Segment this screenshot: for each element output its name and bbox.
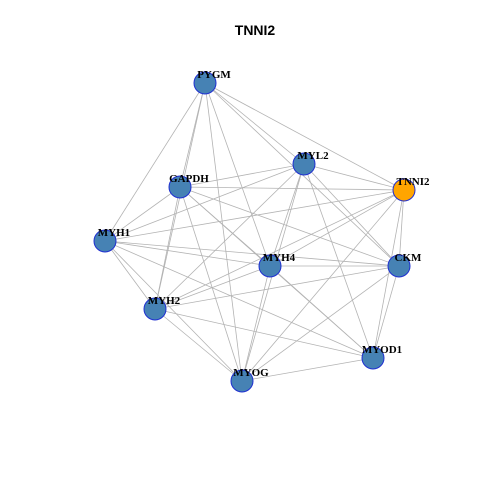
edge-pygm-myl2 — [204, 82, 305, 165]
edge-tnni2-myh4 — [269, 189, 405, 267]
edge-tnni2-ckm — [398, 189, 405, 267]
edge-myh1-ckm — [104, 240, 400, 267]
node-label-myog: MYOG — [233, 367, 269, 379]
node-myh1[interactable]: MYH1 — [93, 227, 130, 253]
edge-pygm-myh1 — [104, 82, 206, 242]
edge-myh1-myog — [104, 240, 243, 382]
edge-myh1-myod1 — [104, 240, 374, 359]
edge-gapdh-myh2 — [154, 186, 181, 310]
node-circle-pygm[interactable] — [193, 71, 217, 95]
node-label-myh4: MYH4 — [263, 252, 296, 264]
edge-myh4-myog — [241, 265, 271, 382]
edge-myl2-gapdh — [179, 163, 305, 188]
node-circle-myh1[interactable] — [93, 229, 117, 253]
node-circle-ckm[interactable] — [387, 254, 411, 278]
node-gapdh[interactable]: GAPDH — [168, 173, 209, 199]
node-label-myl2: MYL2 — [297, 150, 329, 162]
graph-title: TNNI2 — [235, 22, 276, 38]
edge-myod1-myog — [241, 357, 374, 382]
edge-myl2-myh4 — [269, 163, 305, 267]
edge-myh2-myog — [154, 308, 243, 382]
node-ckm[interactable]: CKM — [387, 252, 423, 278]
edge-tnni2-myh1 — [104, 189, 405, 242]
edge-myh4-myod1 — [269, 265, 374, 359]
node-label-tnni2: TNNI2 — [396, 176, 430, 188]
node-myog[interactable]: MYOG — [230, 367, 269, 393]
edge-myh2-myod1 — [154, 308, 374, 359]
node-label-myod1: MYOD1 — [362, 344, 402, 356]
edge-pygm-myh4 — [204, 82, 271, 267]
edge-gapdh-myog — [179, 186, 243, 382]
edge-myh1-myh4 — [104, 240, 271, 267]
node-label-ckm: CKM — [395, 252, 423, 264]
edge-myh1-myh2 — [104, 240, 156, 310]
edge-tnni2-myog — [241, 189, 405, 382]
node-circle-gapdh[interactable] — [168, 175, 192, 199]
edge-pygm-tnni2 — [204, 82, 405, 191]
node-circle-myl2[interactable] — [292, 152, 316, 176]
edge-tnni2-myh2 — [154, 189, 405, 310]
node-tnni2[interactable]: TNNI2 — [392, 176, 430, 202]
node-circle-myog[interactable] — [230, 369, 254, 393]
edge-gapdh-tnni2 — [179, 186, 405, 191]
node-circle-tnni2[interactable] — [392, 178, 416, 202]
node-label-myh2: MYH2 — [148, 295, 181, 307]
edge-myh4-myh2 — [154, 265, 271, 310]
node-pygm[interactable]: PYGM — [193, 69, 231, 95]
edge-ckm-myh2 — [154, 265, 400, 310]
node-myh4[interactable]: MYH4 — [258, 252, 296, 278]
edge-myl2-tnni2 — [303, 163, 405, 191]
edge-myl2-myh1 — [104, 163, 305, 242]
node-circle-myh4[interactable] — [258, 254, 282, 278]
node-label-gapdh: GAPDH — [169, 173, 209, 185]
edge-ckm-myog — [241, 265, 400, 382]
node-label-pygm: PYGM — [197, 69, 231, 81]
edge-pygm-myog — [204, 82, 243, 382]
node-myod1[interactable]: MYOD1 — [361, 344, 402, 370]
node-myl2[interactable]: MYL2 — [292, 150, 329, 176]
node-circle-myh2[interactable] — [143, 297, 167, 321]
edge-gapdh-ckm — [179, 186, 400, 267]
edge-gapdh-myh1 — [104, 186, 181, 242]
node-label-myh1: MYH1 — [98, 227, 130, 239]
edge-ckm-myod1 — [372, 265, 400, 359]
node-myh2[interactable]: MYH2 — [143, 295, 181, 321]
node-circle-myod1[interactable] — [361, 346, 385, 370]
